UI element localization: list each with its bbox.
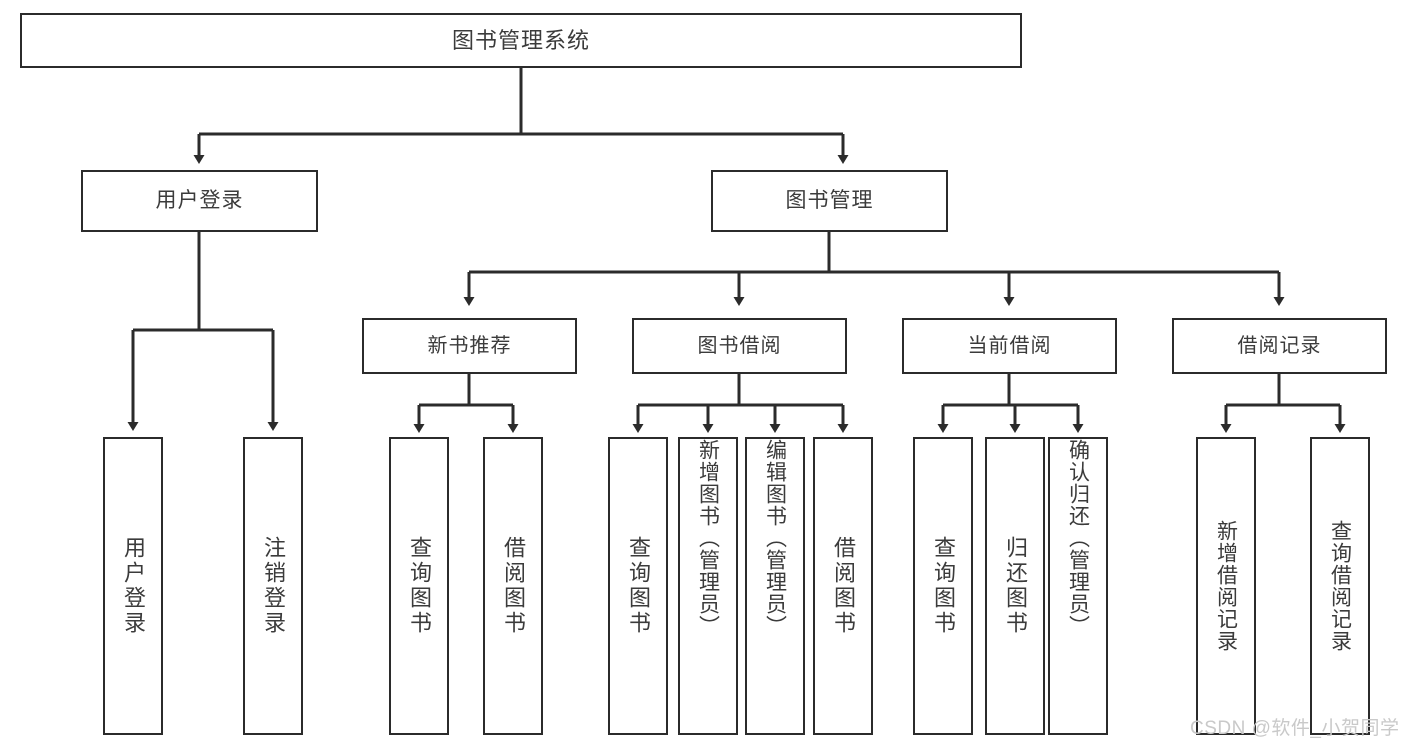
- watermark: CSDN @软件_小贺同学: [1190, 718, 1400, 739]
- leaf-query-book-current[interactable]: 查询图书: [913, 437, 973, 735]
- leaf-label: 注销登录: [261, 536, 286, 636]
- leaf-add-borrow-record[interactable]: 新增借阅记录: [1196, 437, 1256, 735]
- leaf-add-book-admin[interactable]: 新增图书（管理员）: [678, 437, 738, 735]
- leaf-label: 新增图书（管理员）: [696, 439, 720, 637]
- node-book-management-system[interactable]: 图书管理系统: [20, 13, 1022, 68]
- node-label: 图书管理系统: [451, 27, 590, 53]
- leaf-label: 归还图书: [1003, 536, 1028, 636]
- leaf-edit-book-admin[interactable]: 编辑图书（管理员）: [745, 437, 805, 735]
- node-new-book-recommend[interactable]: 新书推荐: [362, 318, 577, 374]
- node-label: 用户登录: [155, 188, 244, 212]
- node-user-login[interactable]: 用户登录: [81, 170, 318, 232]
- leaf-label: 借阅图书: [501, 536, 526, 636]
- leaf-query-book-new-recommend[interactable]: 查询图书: [389, 437, 449, 735]
- node-book-borrow[interactable]: 图书借阅: [632, 318, 847, 374]
- node-book-management[interactable]: 图书管理: [711, 170, 948, 232]
- node-borrow-record[interactable]: 借阅记录: [1172, 318, 1387, 374]
- leaf-label: 新增借阅记录: [1214, 520, 1238, 652]
- leaf-label: 查询借阅记录: [1328, 520, 1352, 652]
- node-label: 图书管理: [785, 188, 874, 212]
- leaf-label: 查询图书: [626, 536, 651, 636]
- leaf-label: 查询图书: [931, 536, 956, 636]
- leaf-label: 用户登录: [121, 536, 146, 636]
- leaf-label: 借阅图书: [831, 536, 856, 636]
- leaf-label: 查询图书: [407, 536, 432, 636]
- leaf-borrow-book-new-recommend[interactable]: 借阅图书: [483, 437, 543, 735]
- node-label: 图书借阅: [697, 334, 782, 357]
- leaf-user-logout[interactable]: 注销登录: [243, 437, 303, 735]
- leaf-return-book[interactable]: 归还图书: [985, 437, 1045, 735]
- leaf-borrow-book-borrow[interactable]: 借阅图书: [813, 437, 873, 735]
- node-label: 当前借阅: [967, 334, 1052, 357]
- leaf-label: 编辑图书（管理员）: [763, 439, 787, 637]
- leaf-label: 确认归还（管理员）: [1066, 439, 1090, 637]
- node-label: 新书推荐: [427, 334, 512, 357]
- leaf-user-login[interactable]: 用户登录: [103, 437, 163, 735]
- leaf-query-book-borrow[interactable]: 查询图书: [608, 437, 668, 735]
- node-current-borrow[interactable]: 当前借阅: [902, 318, 1117, 374]
- leaf-confirm-return-admin[interactable]: 确认归还（管理员）: [1048, 437, 1108, 735]
- leaf-query-borrow-record[interactable]: 查询借阅记录: [1310, 437, 1370, 735]
- node-label: 借阅记录: [1237, 334, 1322, 357]
